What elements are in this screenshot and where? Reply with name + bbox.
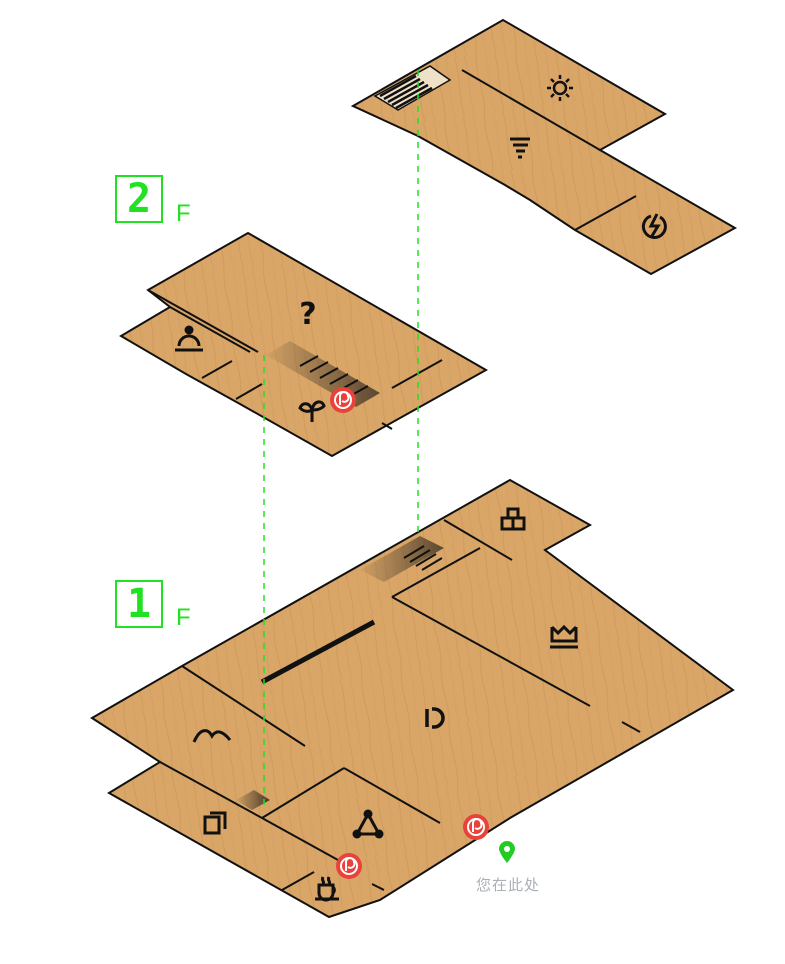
floor-connectors [263, 70, 419, 805]
tornado-icon [510, 137, 530, 159]
wave-icon [192, 729, 232, 743]
staircase-1f-small [236, 790, 270, 810]
floor-2-suffix: F [176, 200, 191, 227]
floor-2-west-slab [119, 231, 489, 458]
floor-2-east-wing [350, 18, 738, 276]
coffee-icon [315, 876, 339, 902]
floor-2-west-wing [119, 231, 489, 458]
bell-icon [175, 325, 203, 352]
d-icon [425, 707, 445, 729]
floor-1 [90, 478, 735, 919]
boxes-icon [500, 507, 526, 531]
crown-icon [550, 624, 578, 649]
poi-marker-icon[interactable] [336, 853, 362, 879]
poi-marker-icon[interactable] [463, 814, 489, 840]
question-mark-icon: ? [299, 297, 316, 332]
floor-2-number-badge[interactable]: 2 [115, 175, 163, 223]
triangle-icon [352, 809, 384, 839]
sprout-icon [298, 400, 326, 422]
floor-1-number-badge[interactable]: 1 [115, 580, 163, 628]
you-are-here-label: 您在此处 [475, 876, 540, 894]
poi-markers [330, 387, 489, 879]
power-icon [641, 213, 667, 239]
poi-marker-icon[interactable] [330, 387, 356, 413]
staircase-2f-east [373, 65, 452, 111]
floor-1-suffix: F [176, 604, 191, 631]
staircase-1f-main [360, 536, 444, 582]
location-pin-icon[interactable] [499, 841, 515, 863]
room-icons: ? [175, 75, 667, 902]
sun-icon [547, 75, 573, 101]
copy-icon [203, 811, 227, 835]
floor-2-east-slab [350, 18, 738, 276]
